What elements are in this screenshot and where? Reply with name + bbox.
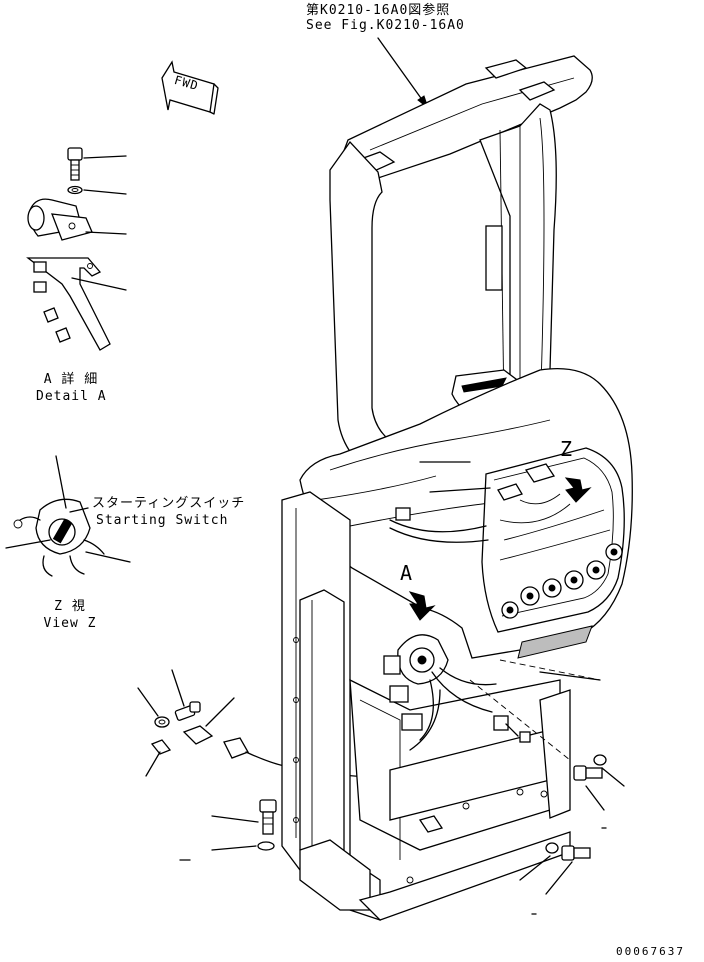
view-marker-z: Z — [560, 437, 574, 461]
starting-switch-label-jp: スターティングスイッチ — [92, 496, 246, 511]
loose-parts-right — [519, 754, 625, 915]
detail-a-title-jp: A 詳 細 — [43, 372, 99, 387]
detail-a-parts — [26, 147, 127, 351]
view-z-title-jp: Z 視 — [54, 599, 86, 614]
view-z-title-en: View Z — [43, 616, 97, 631]
view-z-starting-switch — [5, 455, 131, 577]
view-marker-a: A — [400, 561, 414, 585]
reference-leader — [377, 37, 430, 110]
fwd-arrow-icon — [161, 60, 219, 115]
console-frame — [281, 55, 633, 921]
detail-a-title-en: Detail A — [36, 389, 107, 404]
reference-note-en: See Fig.K0210-16A0 — [306, 18, 465, 33]
reference-note-jp: 第K0210-16A0図参照 — [306, 3, 451, 18]
switch-cluster — [497, 463, 623, 619]
drawing-number: 00067637 — [616, 945, 685, 958]
starting-switch-label-en: Starting Switch — [96, 513, 229, 528]
view-direction-arrow-icon — [408, 477, 592, 621]
